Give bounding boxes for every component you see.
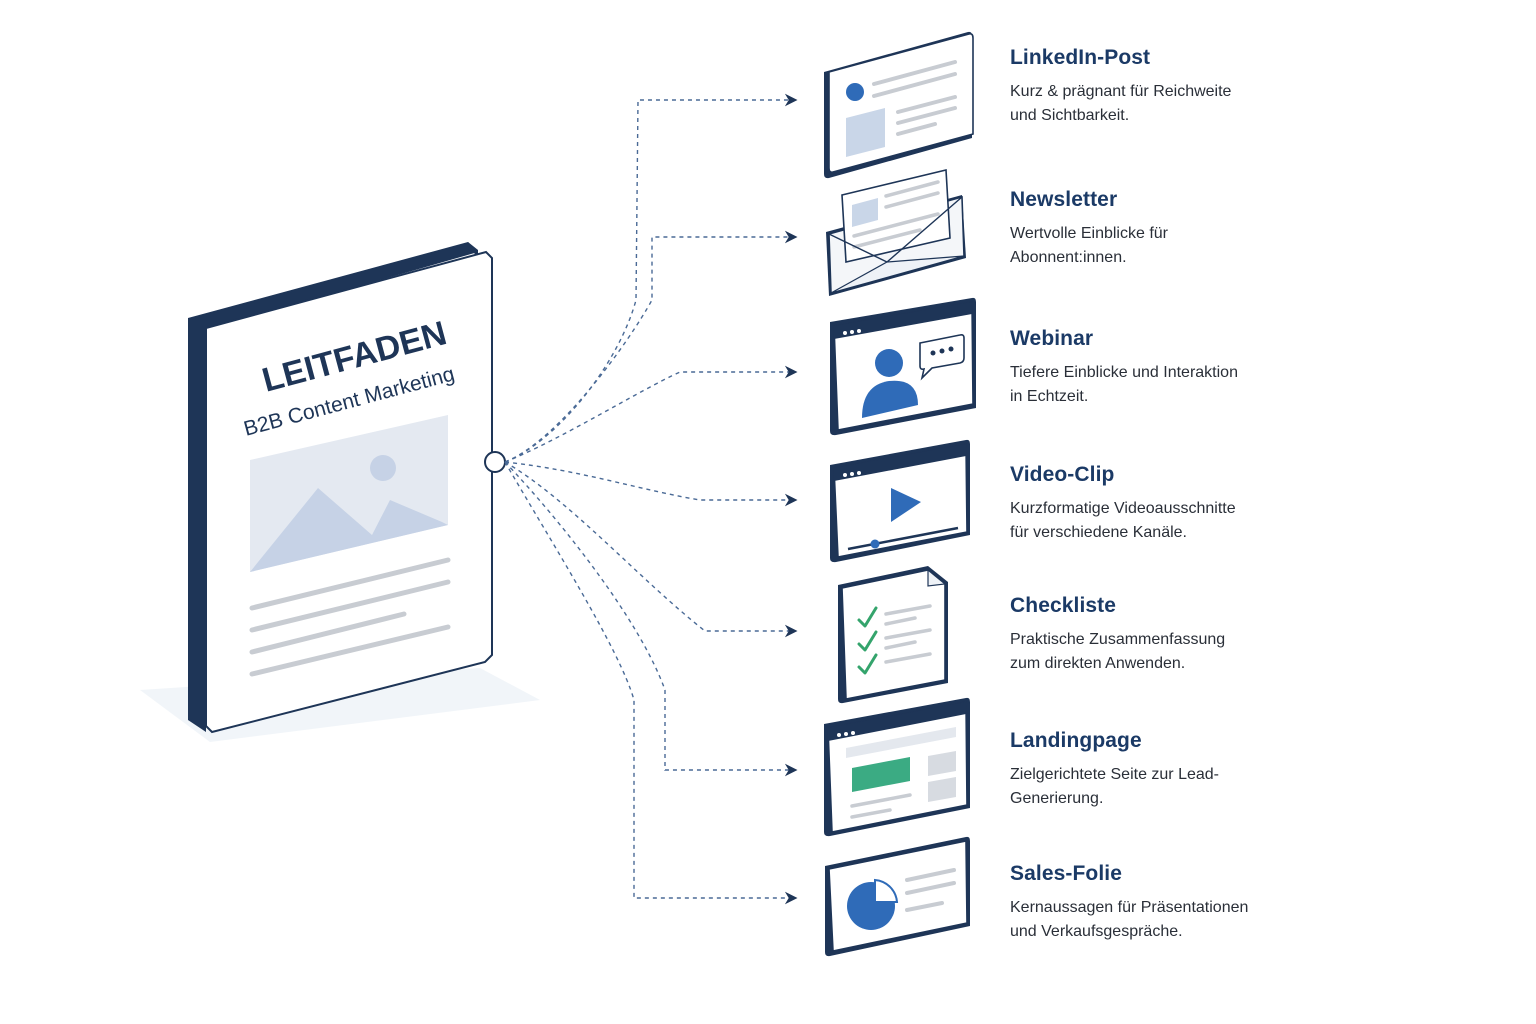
- connector-newsletter: [504, 230, 798, 463]
- connector-landingpage: [504, 461, 798, 777]
- connector-linkedin: [504, 93, 798, 463]
- connector-sales: [504, 461, 798, 905]
- output-title-video: Video-Clip: [1010, 463, 1115, 486]
- output-label-linkedin: LinkedIn-Post Kurz & prägnant für Reichw…: [1010, 46, 1310, 128]
- output-title-newsletter: Newsletter: [1010, 188, 1118, 211]
- checklist-icon: [838, 566, 948, 704]
- sales-slide-pie-icon: [825, 836, 970, 957]
- output-label-landingpage: Landingpage Zielgerichtete Seite zur Lea…: [1010, 729, 1310, 811]
- output-title-sales: Sales-Folie: [1010, 862, 1122, 885]
- linkedin-post-icon: [824, 31, 974, 179]
- output-label-video: Video-Clip Kurzformatige Videoausschnitt…: [1010, 463, 1310, 545]
- landingpage-icon: [824, 697, 970, 837]
- output-label-sales: Sales-Folie Kernaussagen für Präsentatio…: [1010, 862, 1310, 944]
- output-title-linkedin: LinkedIn-Post: [1010, 46, 1151, 69]
- output-title-checklist: Checkliste: [1010, 594, 1117, 617]
- output-label-webinar: Webinar Tiefere Einblicke und Interaktio…: [1010, 327, 1310, 409]
- output-title-webinar: Webinar: [1010, 327, 1094, 350]
- image-placeholder-icon: [250, 415, 448, 572]
- connector-node: [484, 451, 506, 473]
- connectors: [504, 93, 798, 905]
- guide-document: LEITFADEN B2B Content Marketing: [140, 242, 540, 742]
- connector-video: [504, 461, 798, 507]
- newsletter-envelope-icon: [826, 168, 966, 296]
- output-desc-landingpage: Zielgerichtete Seite zur Lead-Generierun…: [1010, 766, 1219, 807]
- output-title-landingpage: Landingpage: [1010, 729, 1142, 752]
- connector-checklist: [504, 461, 798, 638]
- text-lines: [249, 557, 451, 677]
- webinar-icon: [830, 297, 976, 436]
- connector-webinar: [504, 365, 798, 463]
- video-play-icon: [830, 439, 970, 563]
